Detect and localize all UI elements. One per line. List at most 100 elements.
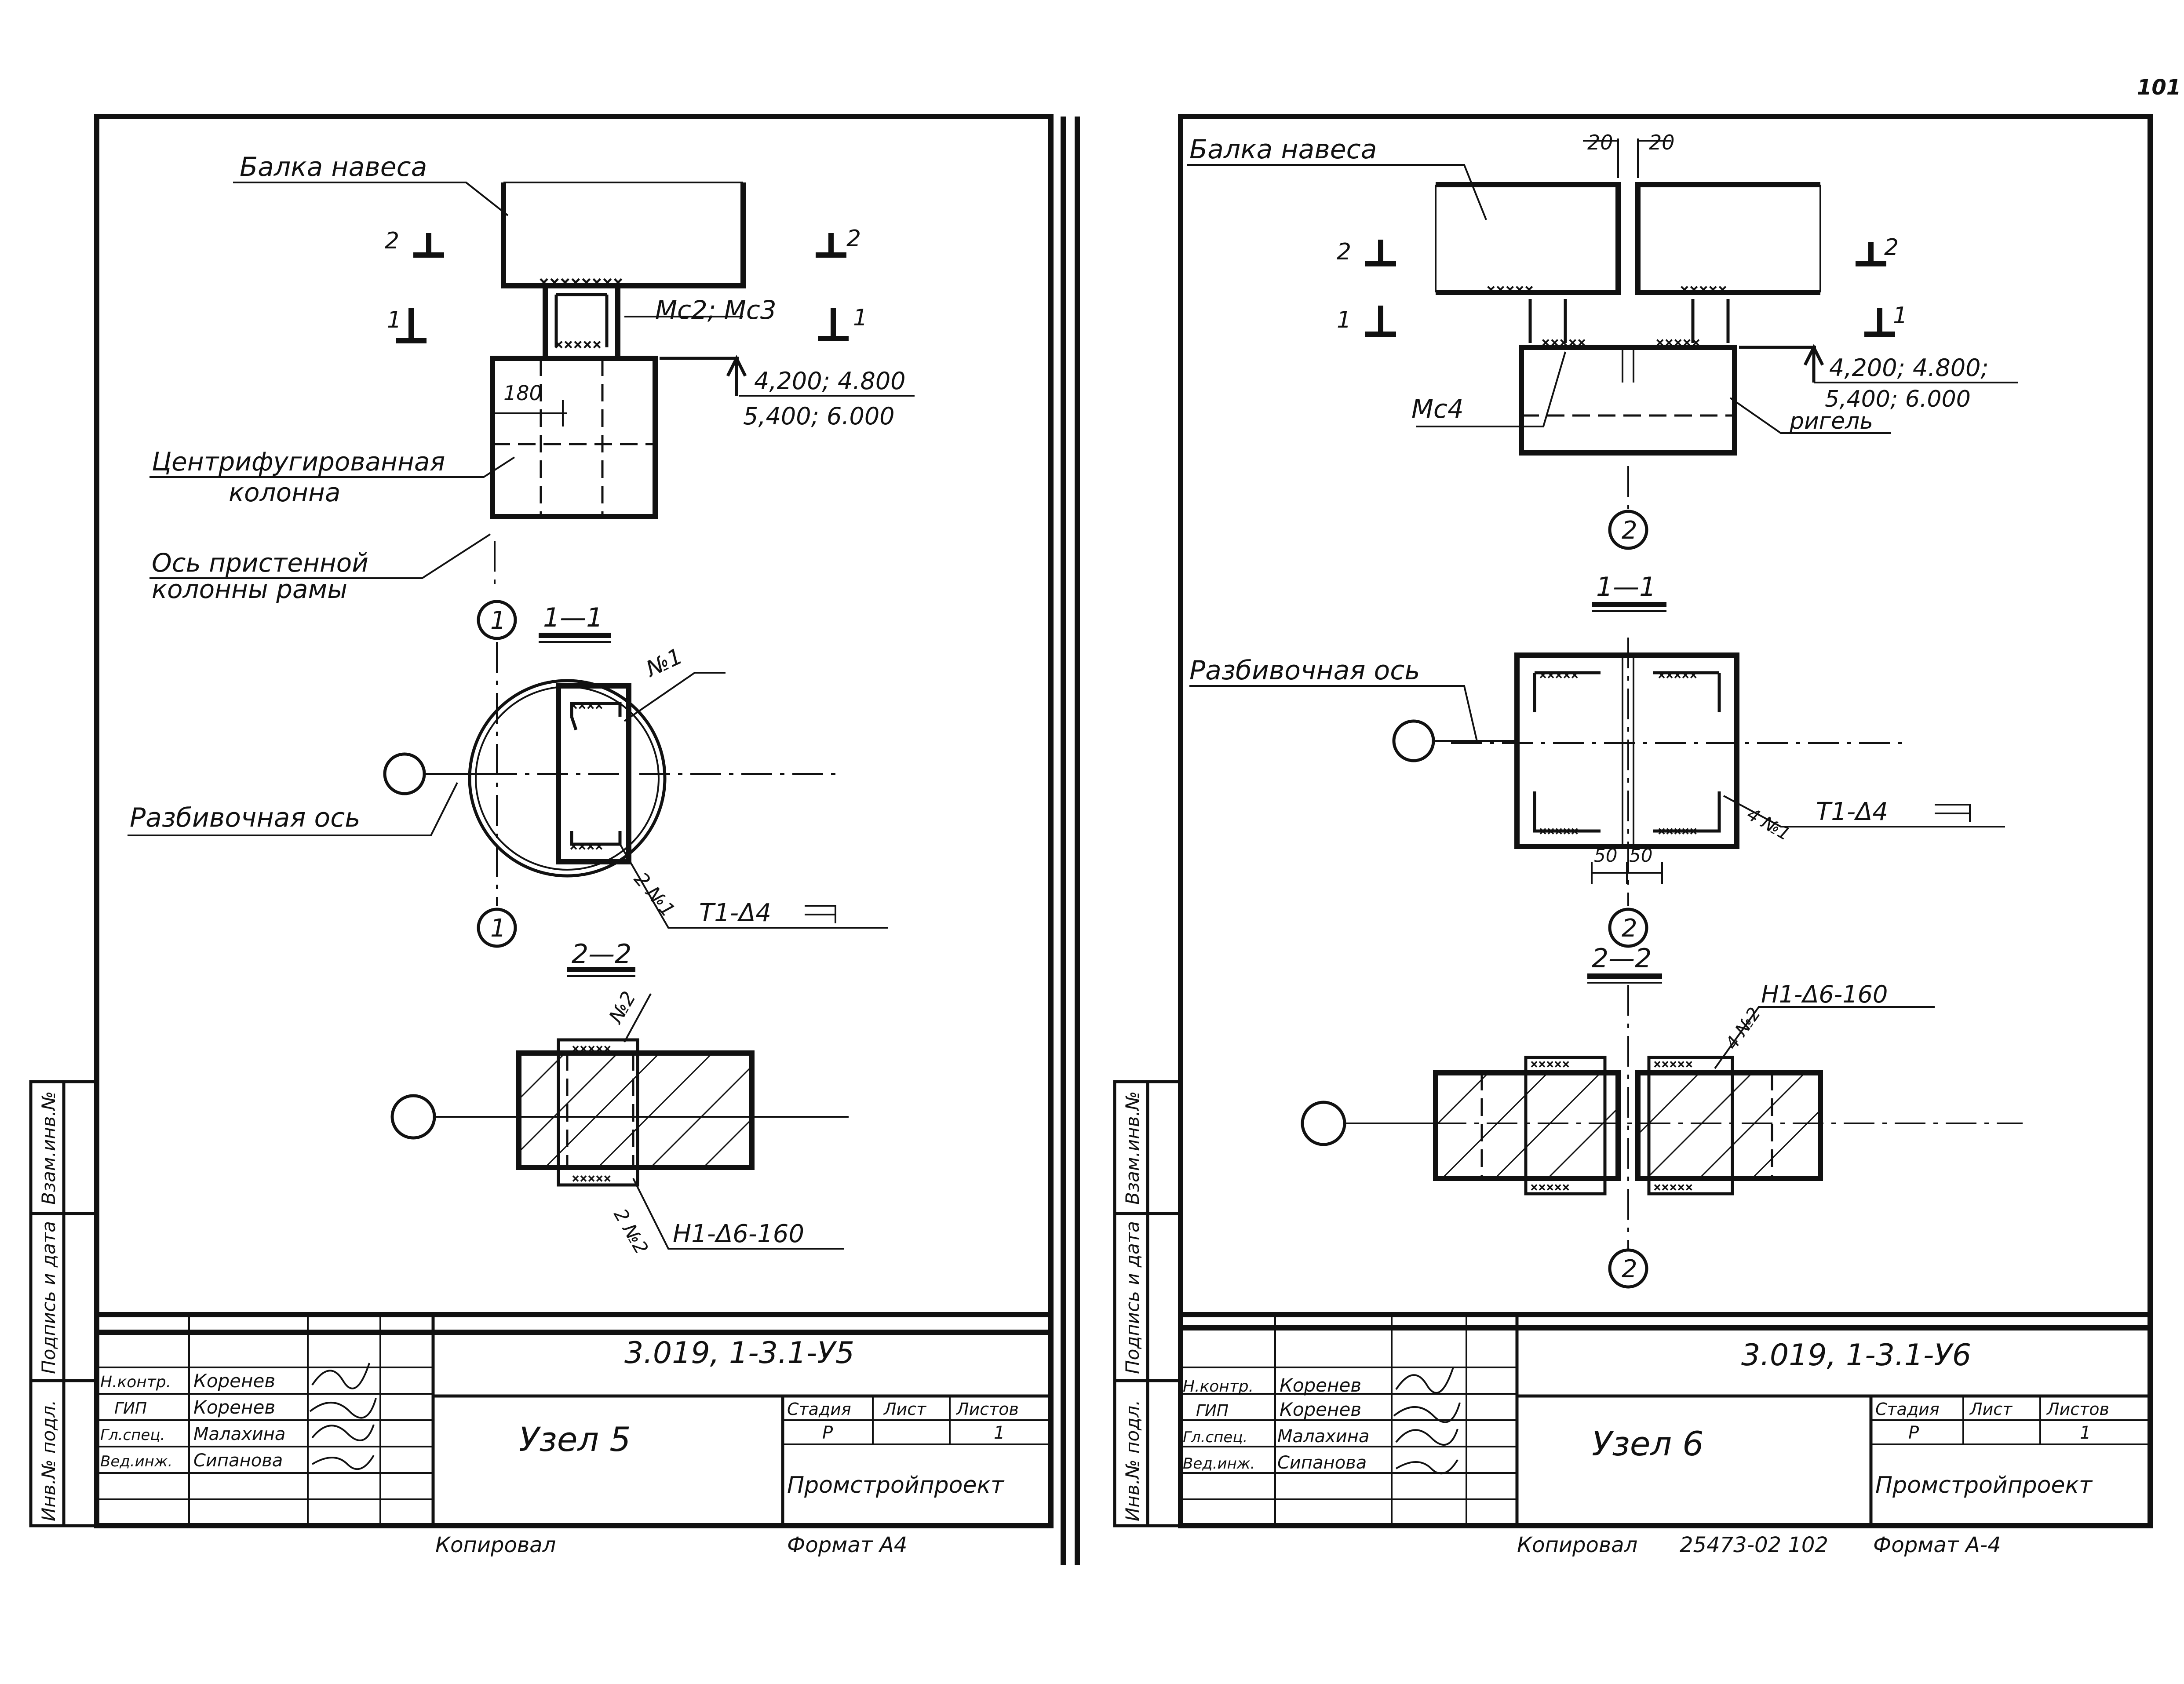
right-stage-header: Стадия: [1875, 1400, 1940, 1419]
left-side-stamp: Взам.инв.№ Подпись и дата Инв.№ подл.: [29, 1080, 98, 1527]
left-role-4: Вед.инж.: [100, 1453, 172, 1470]
right-footer-code: 25473-02 102: [1680, 1533, 1828, 1557]
left-axis-marker-top: 1: [490, 606, 506, 635]
left-weld-symbol-1: Т1-Δ4: [699, 899, 771, 927]
right-sheet-header: Лист: [1969, 1400, 2013, 1419]
left-title-block: 3.019, 1-3.1-У5 Узел 5 Н.контр. Коренев …: [94, 1312, 1054, 1528]
left-name-3: Малахина: [193, 1424, 285, 1444]
right-part-mark: Мс4: [1411, 394, 1464, 424]
svg-text:××××××××: ××××××××: [539, 272, 623, 292]
svg-text:×××××: ×××××: [1653, 1057, 1693, 1072]
left-weld-note-4: 2 №2: [609, 1205, 653, 1258]
right-stamp-inv-orig: Инв.№ подл.: [1122, 1400, 1143, 1521]
svg-text:×××××: ×××××: [1658, 667, 1697, 683]
left-role-3: Гл.спец.: [100, 1426, 165, 1444]
right-signatures: [1393, 1367, 1461, 1475]
right-section-1-title: 1—1: [1596, 572, 1656, 602]
right-organization: Промстройпроект: [1875, 1472, 2093, 1498]
right-role-1: Н.контр.: [1183, 1378, 1254, 1396]
svg-text:×××××: ×××××: [1539, 667, 1579, 683]
right-elevations-1: 4,200; 4.800;: [1829, 354, 1989, 382]
left-role-2: ГИП: [114, 1400, 147, 1418]
left-stamp-inv-repl: Взам.инв.№: [38, 1091, 59, 1205]
right-cut-mark-2a: 2: [1337, 239, 1351, 265]
left-node-title: Узел 5: [519, 1420, 631, 1459]
right-sheets-value: 1: [2080, 1423, 2091, 1443]
svg-text:×××××: ×××××: [1539, 824, 1579, 839]
right-elevations-2: 5,400; 6.000: [1825, 386, 1971, 412]
left-elevation-view: ×××××××× ××××× 2 2 1 1 Балка навеса: [149, 152, 915, 604]
right-role-3: Гл.спец.: [1183, 1429, 1247, 1446]
left-section-2-2: 2—2 ××××× ××××× №2 2 №2 Н1-Δ6-160: [390, 939, 849, 1258]
left-footer-format: Формат А4: [787, 1533, 907, 1557]
right-sheets-header: Листов: [2046, 1400, 2109, 1419]
right-beam-label: Балка навеса: [1189, 134, 1377, 165]
left-column-label-1: Центрифугированная: [152, 447, 445, 477]
left-designation: 3.019, 1-3.1-У5: [624, 1336, 854, 1371]
right-footer-format: Формат А-4: [1873, 1533, 2001, 1557]
right-role-4: Вед.инж.: [1183, 1455, 1255, 1473]
left-weld-symbol-2: Н1-Δ6-160: [673, 1220, 804, 1248]
left-sheet-header: Лист: [883, 1400, 927, 1419]
right-dim-50-left: 50: [1594, 845, 1617, 866]
right-gap-dim-right: 20: [1649, 131, 1675, 154]
left-footer-copied: Копировал: [435, 1533, 556, 1557]
right-axis-marker-3: 2: [1622, 1255, 1637, 1283]
right-weld-note-2: 4 №2: [1722, 1004, 1765, 1053]
right-weld-note-1: 4 №1: [1743, 804, 1794, 845]
left-name-1: Коренев: [193, 1370, 275, 1392]
left-cut-mark-1b: 1: [853, 305, 868, 331]
right-node-title: Узел 6: [1592, 1424, 1704, 1463]
right-section-1-1: 1—1 ××××× ××××× ××××× ××××× Разбивочная …: [1189, 572, 2005, 948]
left-weld-note-1: №1: [641, 643, 686, 682]
right-sheet: Взам.инв.№ Подпись и дата Инв.№ подл. 3.…: [1113, 114, 2153, 1557]
right-name-2: Коренев: [1280, 1399, 1361, 1420]
right-axis-marker-1: 2: [1622, 516, 1637, 545]
svg-text:×××××: ×××××: [1653, 1180, 1693, 1195]
left-elevations-1: 4,200; 4.800: [754, 367, 906, 395]
right-name-1: Коренев: [1280, 1374, 1361, 1396]
right-elevation-view: 20 20 ××××× ××××× ××××× ××××× 2: [1187, 131, 2018, 550]
left-cut-mark-2b: 2: [846, 226, 861, 252]
svg-text:××××: ××××: [569, 697, 603, 714]
right-section-2-2: 2—2 ××××× ××××× ××××× ×××××: [1301, 943, 2023, 1289]
left-stage-value: Р: [822, 1423, 833, 1443]
right-section-2-title: 2—2: [1592, 943, 1652, 974]
left-stamp-inv-orig: Инв.№ подл.: [38, 1400, 59, 1521]
right-cut-mark-1a: 1: [1337, 307, 1351, 333]
right-gap-dim-left: 20: [1587, 131, 1613, 154]
left-axis-marker-bottom: 1: [490, 914, 506, 943]
left-axis-label-1: Ось пристенной: [152, 548, 368, 578]
right-name-3: Малахина: [1277, 1426, 1369, 1447]
right-role-2: ГИП: [1196, 1402, 1229, 1420]
left-section-1-title: 1—1: [543, 602, 603, 633]
left-organization: Промстройпроект: [787, 1472, 1005, 1498]
svg-text:×××××: ×××××: [1530, 1057, 1570, 1072]
right-dim-50-right: 50: [1629, 845, 1652, 866]
right-rigel-label: ригель: [1789, 408, 1873, 434]
svg-text:×××××: ×××××: [572, 1041, 611, 1057]
right-axis-marker-2: 2: [1622, 914, 1637, 943]
left-sheets-value: 1: [994, 1423, 1005, 1443]
left-part-marks: Мс2; Мс3: [655, 295, 777, 325]
left-sheet: Взам.инв.№ Подпись и дата Инв.№ подл. 3.…: [29, 114, 1080, 1565]
right-name-4: Сипанова: [1277, 1453, 1367, 1473]
right-designation: 3.019, 1-3.1-У6: [1741, 1338, 1971, 1373]
right-weld-symbol-2: Н1-Δ6-160: [1761, 981, 1888, 1008]
left-role-1: Н.контр.: [100, 1373, 171, 1391]
svg-text:×××××: ×××××: [1680, 281, 1727, 299]
right-stage-value: Р: [1908, 1423, 1919, 1443]
right-weld-symbol-1: Т1-Δ4: [1816, 798, 1888, 826]
svg-text:×××××: ×××××: [1486, 281, 1534, 299]
left-signatures: [309, 1363, 377, 1470]
left-sheets-header: Листов: [955, 1400, 1019, 1419]
left-stage-header: Стадия: [787, 1400, 851, 1419]
right-title-block: 3.019, 1-3.1-У6 Узел 6 Н.контр. Коренев …: [1178, 1312, 2153, 1528]
left-elevations-2: 5,400; 6.000: [743, 402, 895, 430]
left-name-2: Коренев: [193, 1396, 275, 1418]
right-footer-copied: Копировал: [1517, 1533, 1637, 1557]
left-section-1-1: 1 1—1 ×××× ×××× №1 2 №1 Т1-Δ4 Разбивочна…: [128, 600, 888, 948]
svg-text:×××××: ×××××: [554, 335, 602, 354]
svg-text:×××××: ×××××: [572, 1171, 611, 1186]
